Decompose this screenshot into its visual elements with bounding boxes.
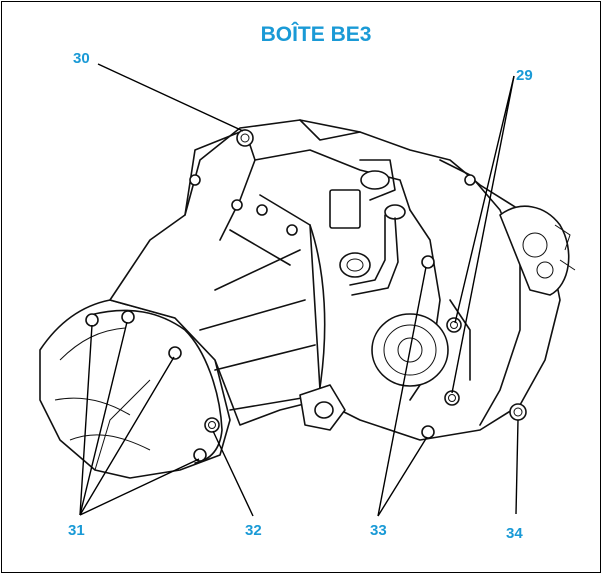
diagram-title: BOÎTE BE3 xyxy=(261,22,372,46)
leader-lines xyxy=(79,63,519,517)
gearbox-illustration xyxy=(39,119,576,479)
callout-32: 32 xyxy=(245,522,262,539)
callout-34: 34 xyxy=(506,525,523,542)
callout-29: 29 xyxy=(516,67,533,84)
callout-33: 33 xyxy=(370,522,387,539)
callout-31: 31 xyxy=(68,522,85,539)
callout-30: 30 xyxy=(73,50,90,67)
